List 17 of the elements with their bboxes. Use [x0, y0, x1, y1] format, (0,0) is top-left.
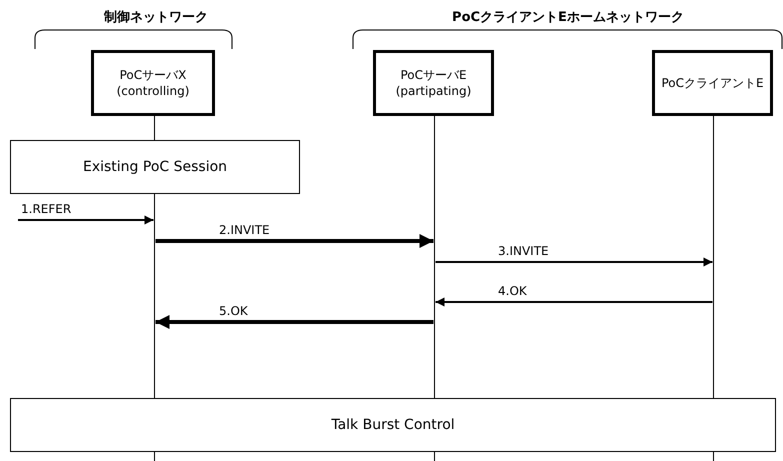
process-box: Talk Burst Control — [10, 398, 776, 452]
message-arrow — [156, 234, 434, 248]
group-heading: PoCクライアントEホームネットワーク — [452, 9, 684, 26]
participant-box: PoCサーバE (partipating) — [373, 50, 494, 116]
process-box: Existing PoC Session — [10, 140, 300, 194]
message-arrow — [156, 315, 434, 329]
message-arrow — [436, 298, 712, 306]
participant-box: PoCサーバX (controlling) — [91, 50, 215, 116]
message-label: 4.OK — [497, 284, 528, 298]
group-heading: 制御ネットワーク — [104, 9, 208, 26]
message-label: 1.REFER — [20, 202, 72, 216]
message-label: 5.OK — [218, 304, 249, 318]
message-arrow — [436, 258, 712, 266]
message-label: 2.INVITE — [218, 223, 271, 237]
message-arrow — [18, 216, 154, 224]
message-label: 3.INVITE — [497, 244, 550, 258]
participant-box: PoCクライアントE — [652, 50, 773, 116]
